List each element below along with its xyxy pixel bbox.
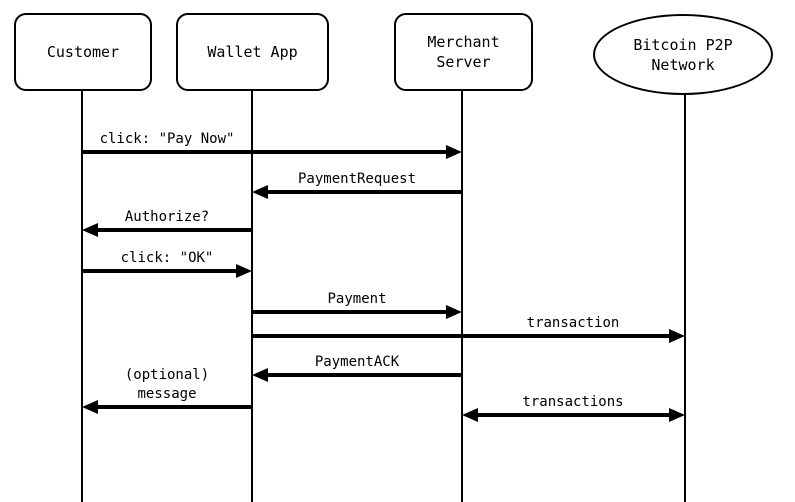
message-authorize-label: Authorize?: [124, 209, 210, 225]
lifeline-merchant-server: [461, 91, 463, 502]
message-click-pay-now-line: [82, 150, 446, 154]
lifeline-customer: [81, 91, 83, 502]
arrowhead-left-icon: [252, 368, 268, 382]
lifeline-bitcoin-p2p-network: [684, 95, 686, 502]
message-click-pay-now-label: click: "Pay Now": [99, 131, 235, 147]
message-transactions-label: transactions: [522, 394, 624, 410]
message-payment-ack-label: PaymentACK: [314, 354, 400, 370]
actor-wallet-app-label: Wallet App: [207, 43, 298, 61]
message-transactions-line: [478, 413, 669, 417]
actor-bitcoin-p2p-network-label: Bitcoin P2P Network: [633, 35, 733, 74]
arrowhead-left-icon: [82, 400, 98, 414]
message-click-ok-label: click: "OK": [120, 250, 214, 266]
arrowhead-right-icon: [669, 408, 685, 422]
actor-customer-label: Customer: [46, 43, 120, 61]
message-payment-ack-line: [268, 373, 462, 377]
message-authorize-line: [98, 228, 252, 232]
lifeline-wallet-app: [251, 91, 253, 502]
message-transaction-line: [252, 334, 669, 338]
actor-customer: Customer: [14, 13, 152, 91]
arrowhead-left-icon: [82, 223, 98, 237]
message-click-ok-line: [82, 269, 236, 273]
message-payment-label: Payment: [327, 291, 387, 307]
actor-merchant-server: Merchant Server: [394, 13, 533, 91]
arrowhead-right-icon: [236, 264, 252, 278]
actor-wallet-app: Wallet App: [176, 13, 329, 91]
message-transaction-label: transaction: [526, 315, 620, 331]
message-payment-request-line: [268, 190, 462, 194]
arrowhead-left-icon: [252, 185, 268, 199]
arrowhead-right-icon: [669, 329, 685, 343]
arrowhead-left-icon: [462, 408, 478, 422]
arrowhead-right-icon: [446, 305, 462, 319]
message-optional-message-line: [98, 405, 252, 409]
message-payment-request-label: PaymentRequest: [297, 171, 417, 187]
actor-merchant-server-label: Merchant Server: [427, 33, 500, 71]
arrowhead-right-icon: [446, 145, 462, 159]
message-payment-line: [252, 310, 446, 314]
actor-bitcoin-p2p-network: Bitcoin P2P Network: [593, 14, 773, 95]
message-optional-message-label: (optional) message: [124, 367, 210, 402]
